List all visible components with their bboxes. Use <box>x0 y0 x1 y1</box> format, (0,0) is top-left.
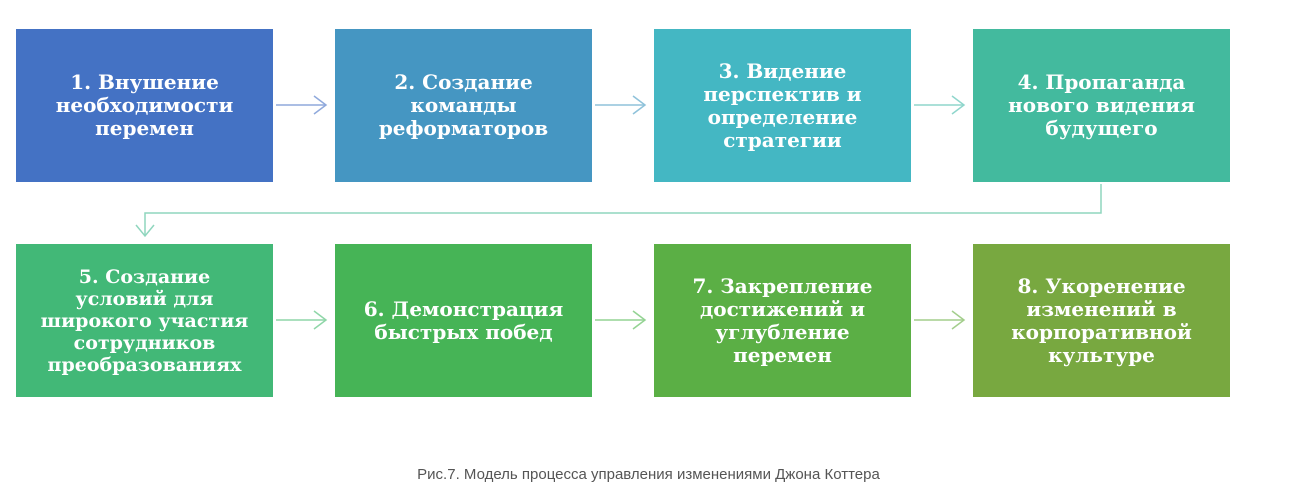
arrow-7-to-8 <box>914 310 966 330</box>
arrow-4-to-5-connector <box>135 184 1102 238</box>
arrow-5-to-6 <box>276 310 328 330</box>
arrow-2-to-3 <box>595 95 647 115</box>
step-6-box: 6. Демонстрация быстрых побед <box>335 244 592 397</box>
step-1-box: 1. Внушение необходимости перемен <box>16 29 273 182</box>
kotter-process-diagram: 1. Внушение необходимости перемен 2. Соз… <box>16 29 1230 397</box>
step-3-box: 3. Видение перспектив и определение стра… <box>654 29 911 182</box>
step-7-box: 7. Закрепление достижений и углубление п… <box>654 244 911 397</box>
figure-caption: Рис.7. Модель процесса управления измене… <box>417 466 880 483</box>
arrow-1-to-2 <box>276 95 328 115</box>
step-4-box: 4. Пропаганда нового видения будущего <box>973 29 1230 182</box>
step-8-box: 8. Укоренение изменений в корпоративной … <box>973 244 1230 397</box>
arrow-3-to-4 <box>914 95 966 115</box>
arrow-6-to-7 <box>595 310 647 330</box>
step-2-box: 2. Создание команды реформаторов <box>335 29 592 182</box>
step-5-box: 5. Создание условий для широкого участия… <box>16 244 273 397</box>
arrows-layer <box>135 95 1102 330</box>
